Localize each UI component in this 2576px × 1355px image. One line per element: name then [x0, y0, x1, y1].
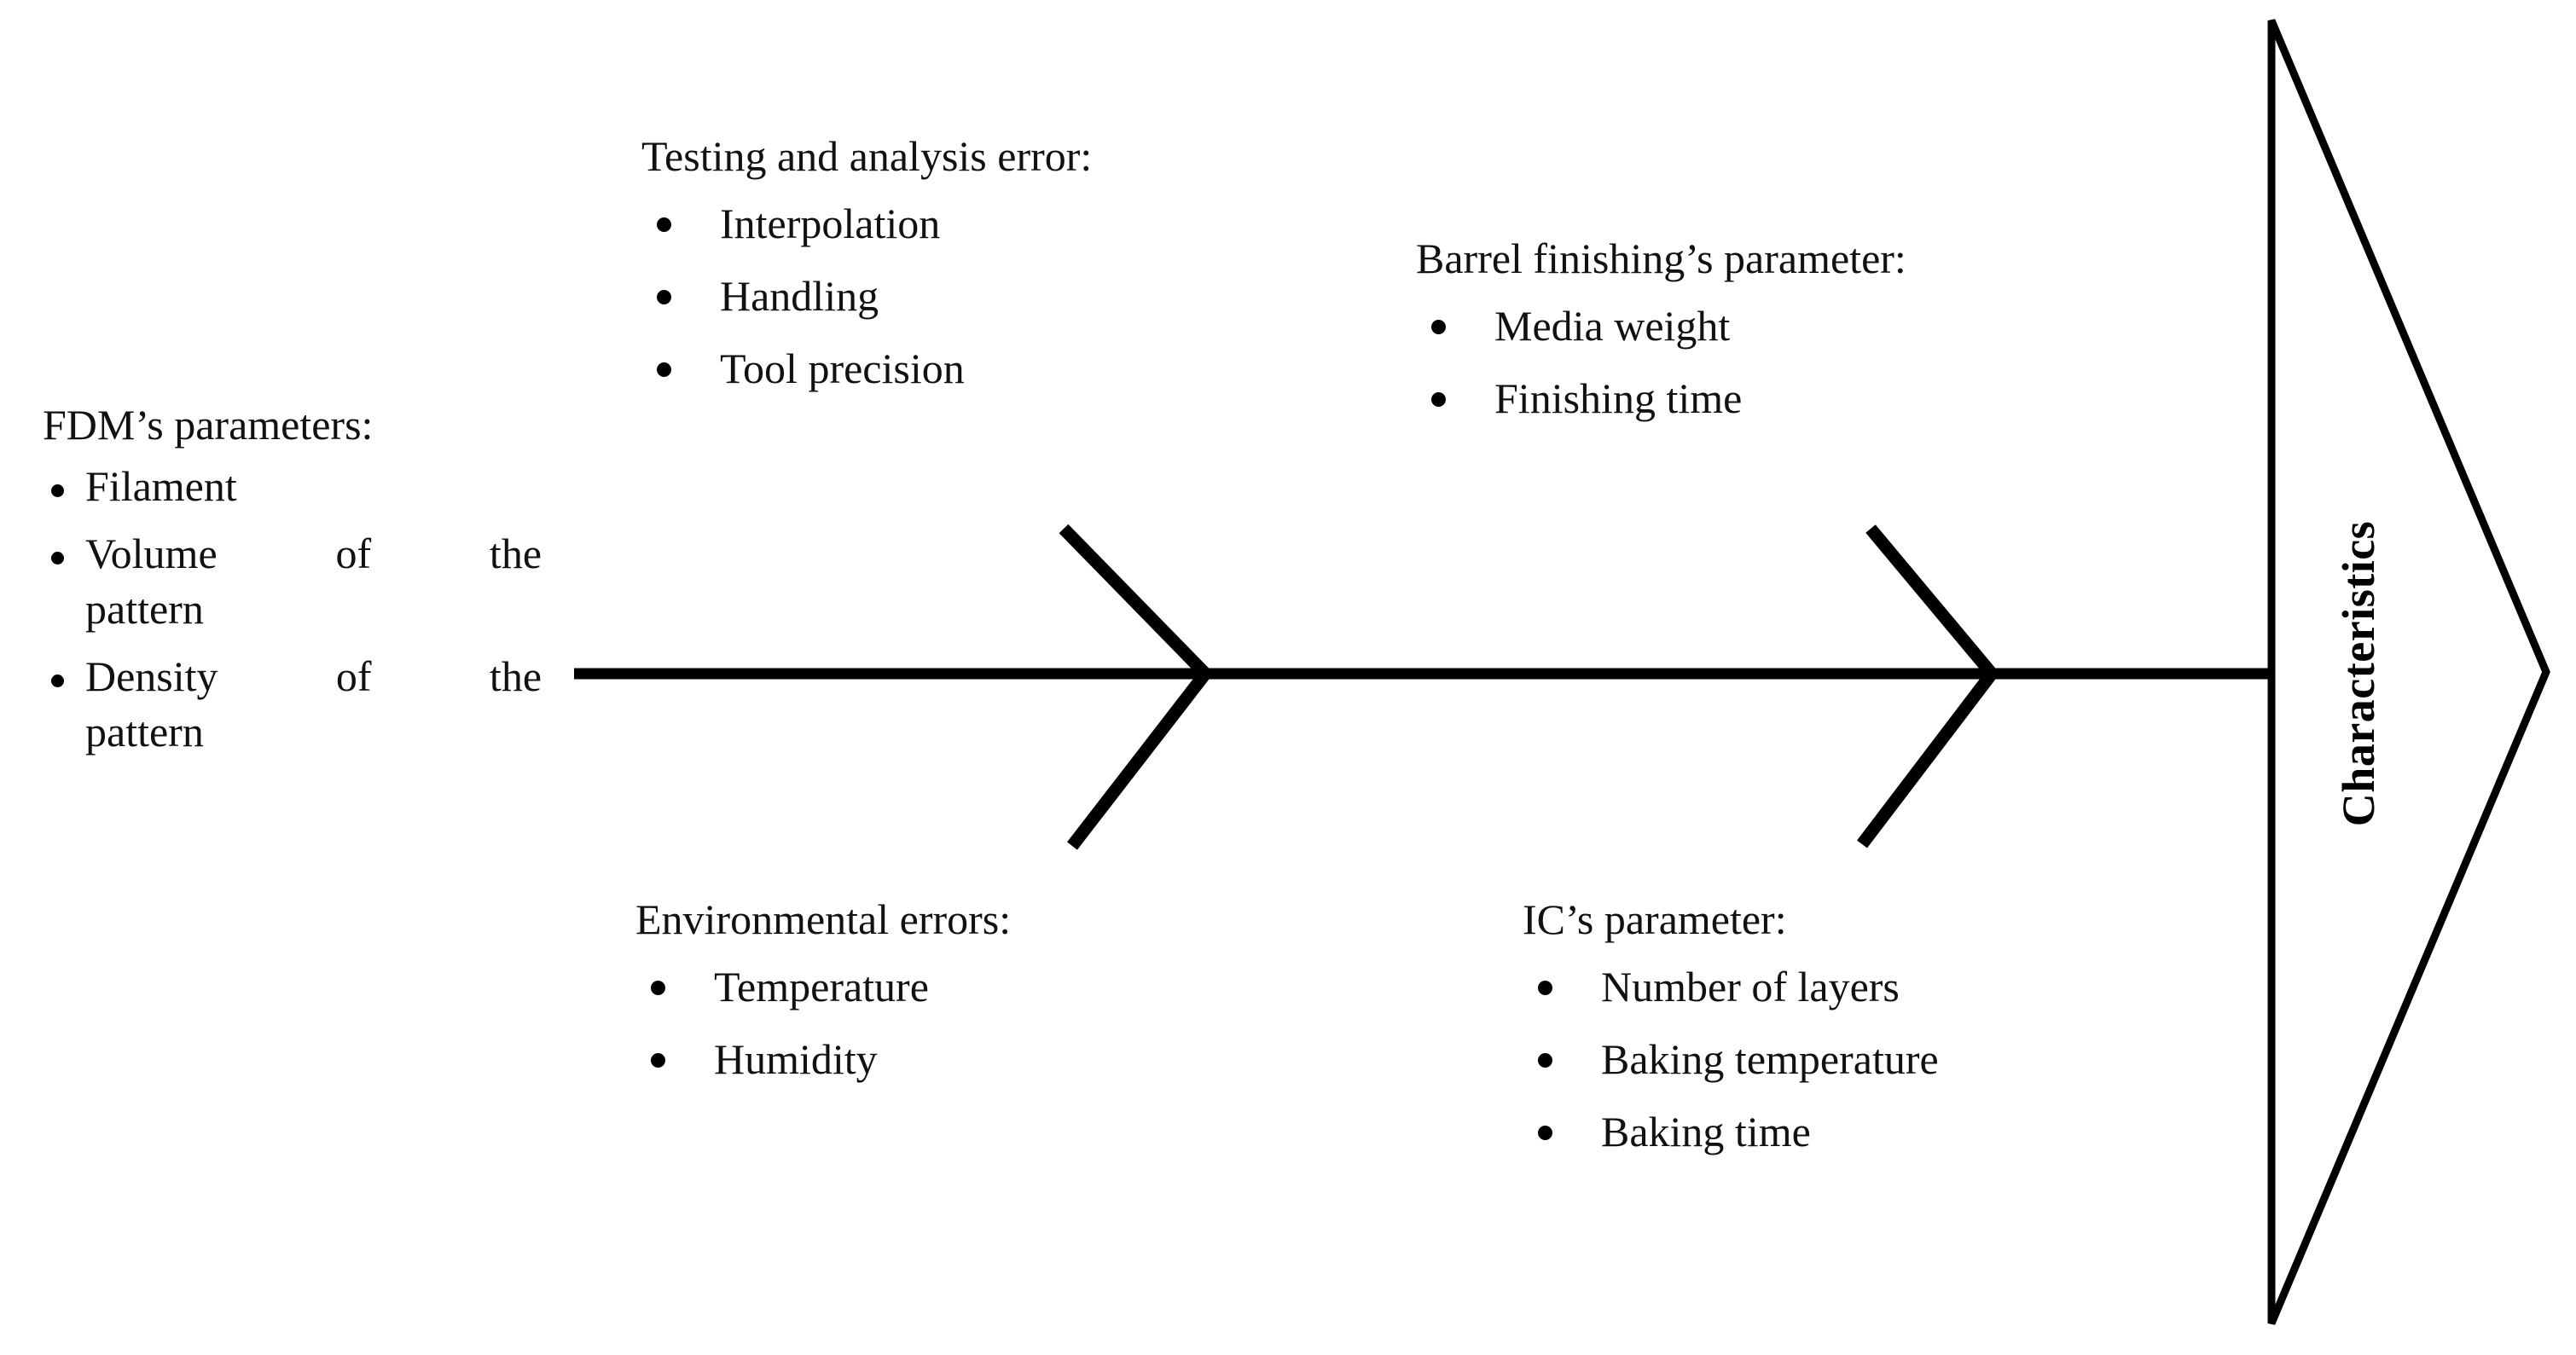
word: the — [489, 652, 542, 700]
effect-label-characteristics: Characteristics — [2333, 520, 2384, 827]
category-items-environmental: Temperature Humidity — [635, 962, 1011, 1085]
bullet-dot-icon — [1538, 1052, 1552, 1068]
category-block-testing: Testing and analysis error: Interpolatio… — [641, 132, 1092, 394]
bullet-dot-icon — [51, 484, 64, 497]
bullet-dot-icon — [51, 675, 64, 687]
list-item-line-1: Density of the — [85, 649, 542, 704]
list-item: Temperature — [635, 962, 1011, 1012]
category-items-fdm: Filament Volume of the pattern Density o… — [43, 459, 542, 760]
list-item: Tool precision — [641, 344, 1092, 394]
list-item-label: Humidity — [714, 1035, 878, 1083]
word: of — [335, 652, 372, 700]
list-item-label: Baking temperature — [1601, 1035, 1939, 1083]
list-item: Number of layers — [1523, 962, 1939, 1012]
category-block-fdm: FDM’s parameters: Filament Volume of the… — [43, 401, 542, 760]
list-item-line-2: pattern — [85, 708, 204, 756]
category-title-barrel: Barrel finishing’s parameter: — [1416, 235, 1906, 282]
list-item-label: Temperature — [714, 963, 929, 1010]
category-title-ic: IC’s parameter: — [1523, 895, 1787, 943]
list-item-label: Number of layers — [1601, 963, 1900, 1010]
list-item: Interpolation — [641, 199, 1092, 249]
list-item-label: Tool precision — [720, 345, 965, 392]
bullet-dot-icon — [51, 552, 64, 565]
category-block-barrel: Barrel finishing’s parameter: Media weig… — [1416, 235, 1906, 424]
effect-arrowhead-triangle — [2267, 19, 2550, 1325]
category-items-testing: Interpolation Handling Tool precision — [641, 199, 1092, 394]
bone-upper-left — [1059, 524, 1210, 679]
category-items-barrel: Media weight Finishing time — [1416, 301, 1906, 424]
list-item: Baking time — [1523, 1107, 1939, 1157]
bullet-dot-icon — [1431, 319, 1446, 334]
list-item-label: Finishing time — [1494, 374, 1743, 422]
list-item-line-1: Volume of the — [85, 526, 542, 582]
bullet-dot-icon — [657, 362, 671, 377]
list-item: Humidity — [635, 1034, 1011, 1085]
bone-lower-left — [1067, 669, 1210, 850]
bone-upper-right — [1865, 524, 1997, 678]
bullet-dot-icon — [657, 289, 671, 304]
word: the — [489, 530, 542, 577]
list-item: Baking temperature — [1523, 1034, 1939, 1085]
bullet-dot-icon — [1538, 980, 1552, 995]
word: Volume — [85, 530, 218, 577]
list-item-label: Filament — [85, 462, 237, 510]
list-item-label: Handling — [720, 272, 879, 320]
list-item: Media weight — [1416, 301, 1906, 351]
word: of — [335, 530, 372, 577]
bullet-dot-icon — [651, 1052, 665, 1068]
list-item-line-2: pattern — [85, 585, 204, 633]
category-title-testing: Testing and analysis error: — [641, 132, 1093, 180]
bone-lower-right — [1857, 669, 1997, 848]
bullet-dot-icon — [1538, 1125, 1552, 1140]
bullet-dot-icon — [657, 217, 671, 232]
category-block-environmental: Environmental errors: Temperature Humidi… — [635, 895, 1011, 1085]
list-item-label: Media weight — [1494, 302, 1731, 350]
bullet-dot-icon — [651, 980, 665, 995]
category-items-ic: Number of layers Baking temperature Baki… — [1523, 962, 1939, 1157]
list-item: Handling — [641, 271, 1092, 321]
category-block-ic: IC’s parameter: Number of layers Baking … — [1523, 895, 1939, 1157]
list-item: Filament — [43, 459, 542, 514]
list-item: Density of the pattern — [43, 649, 542, 760]
category-title-environmental: Environmental errors: — [635, 895, 1012, 943]
list-item-label: Baking time — [1601, 1108, 1811, 1155]
word: Density — [85, 652, 218, 700]
list-item-label: Interpolation — [720, 200, 941, 247]
list-item: Finishing time — [1416, 373, 1906, 424]
bullet-dot-icon — [1431, 391, 1446, 407]
category-title-fdm: FDM’s parameters: — [43, 401, 374, 449]
list-item: Volume of the pattern — [43, 526, 542, 637]
